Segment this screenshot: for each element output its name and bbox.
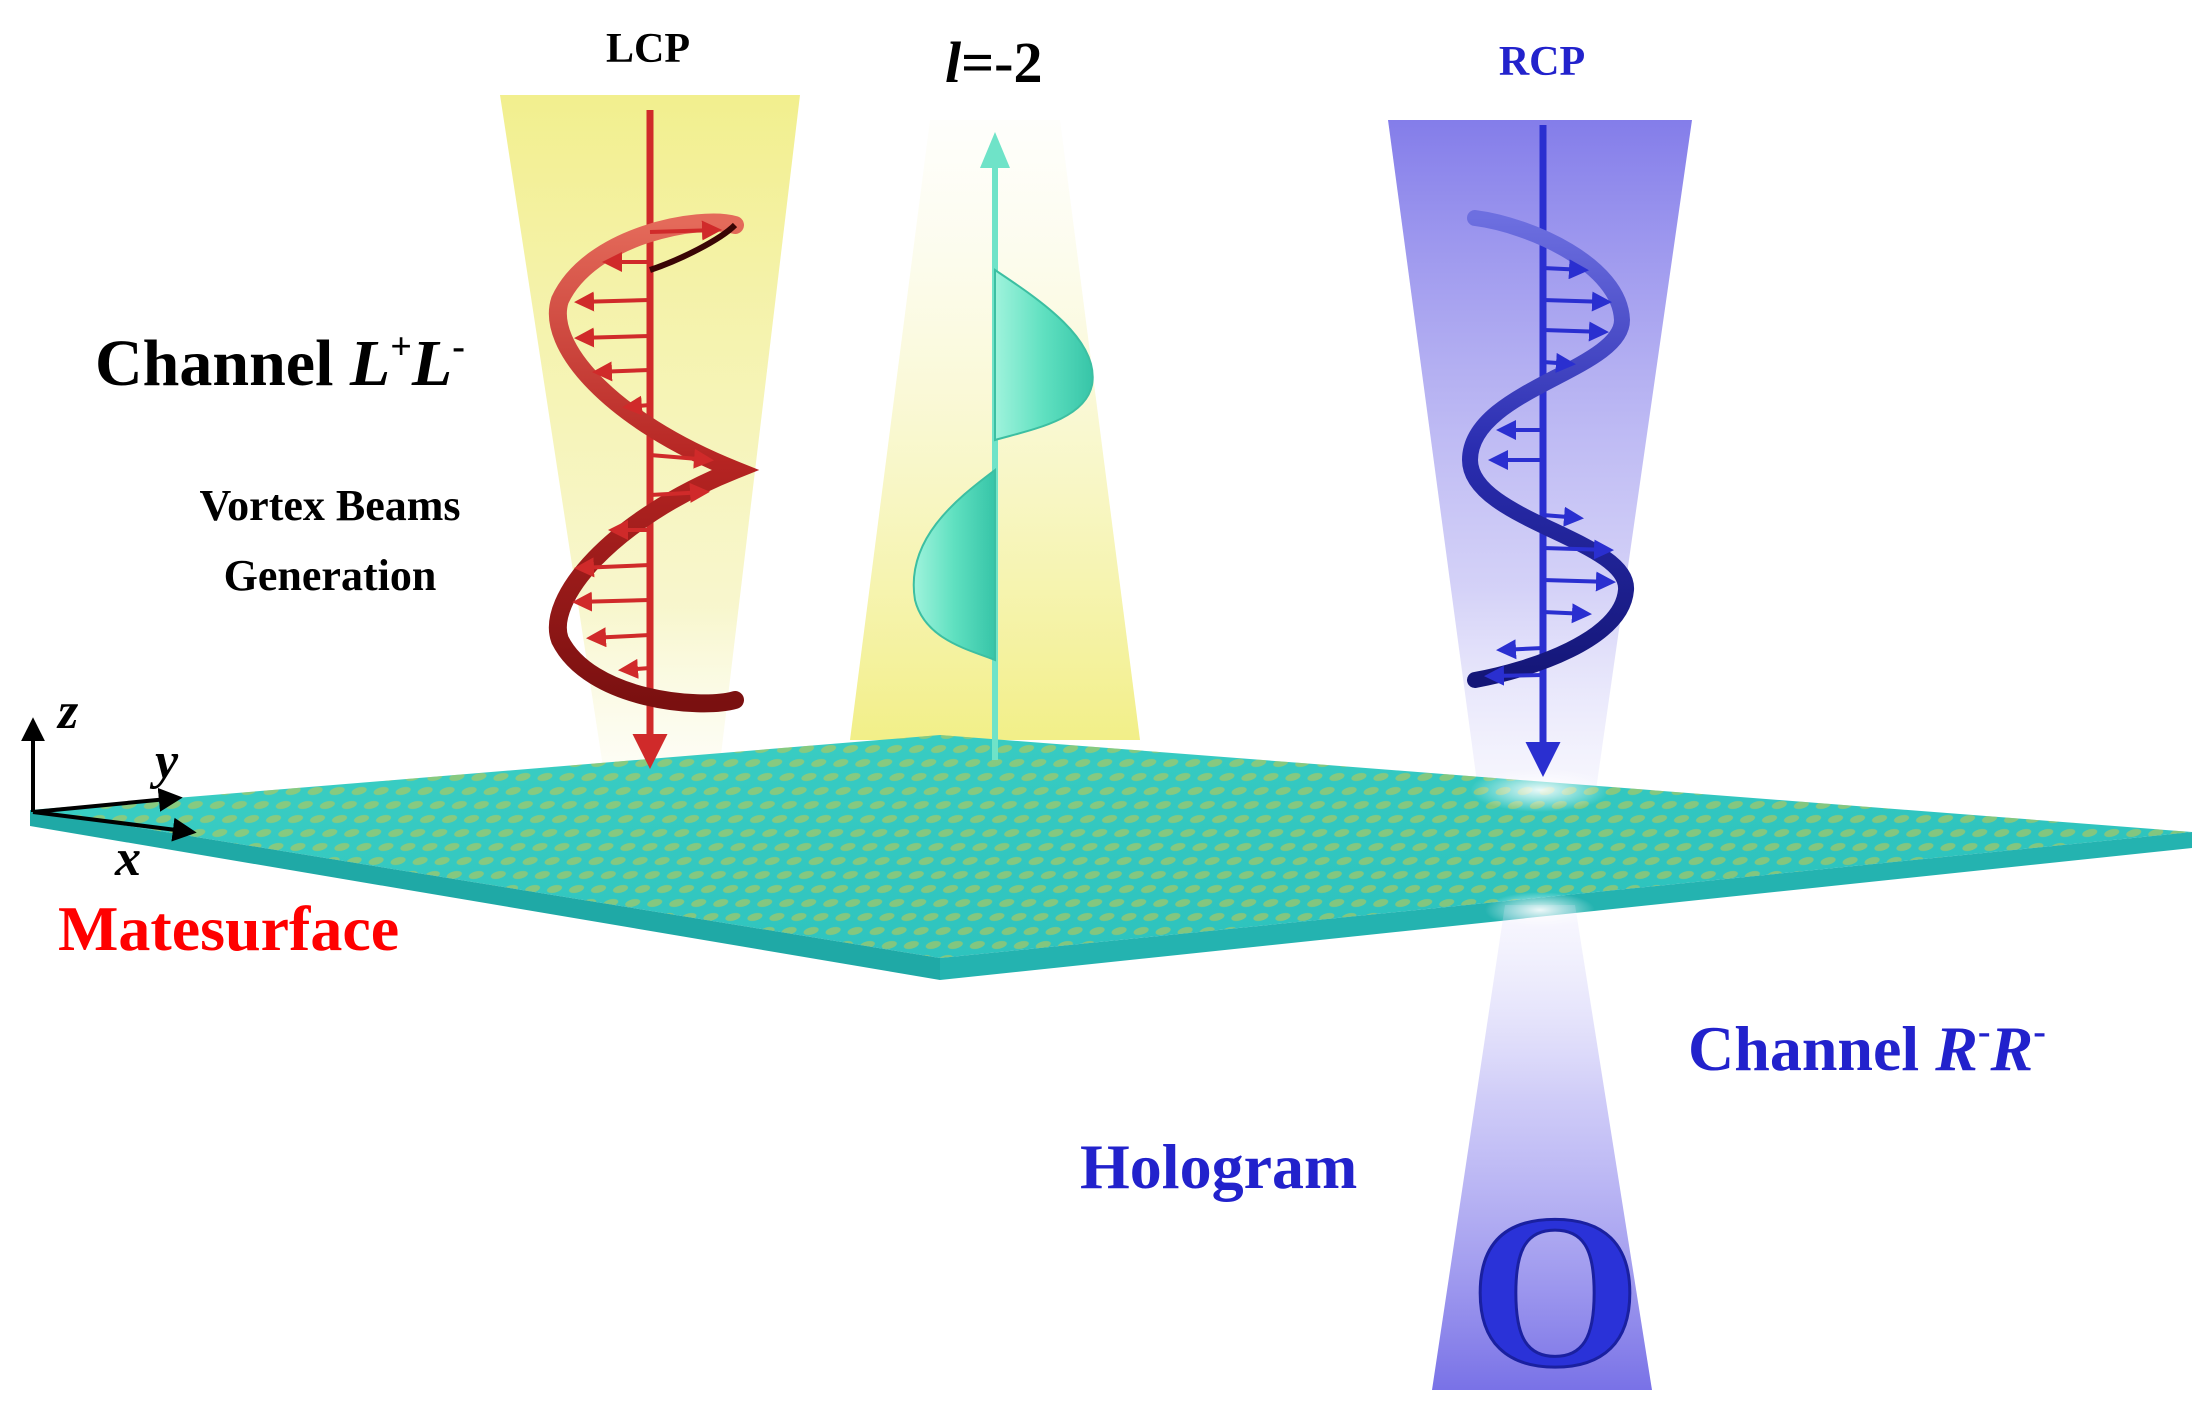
channel-rr-label: Channel R-R- [1688,1011,2046,1084]
metasurface-label: Matesurface [58,893,399,964]
hologram-image-letter: O [1469,1169,1640,1409]
axis-y-label: y [149,733,179,790]
rcp-label: RCP [1499,39,1585,85]
hologram-label: Hologram [1080,1131,1357,1202]
beam-glow [1485,892,1595,928]
vortex-order-label: l=-2 [945,30,1043,95]
vortex-beams-label-line1: Vortex Beams [199,481,460,530]
lcp-label: LCP [606,26,690,72]
rcp-beam-cone-bottom [1432,905,1652,1390]
channel-lplm-label: Channel L+L- [95,326,465,400]
axis-x-label: x [114,830,141,887]
axis-z-label: z [56,683,79,740]
vortex-beams-label-line2: Generation [224,551,437,600]
lcp-helix [548,110,760,769]
vortex-wave [912,132,1094,760]
rcp-helix [1461,125,1634,777]
coordinate-axes [21,717,197,842]
